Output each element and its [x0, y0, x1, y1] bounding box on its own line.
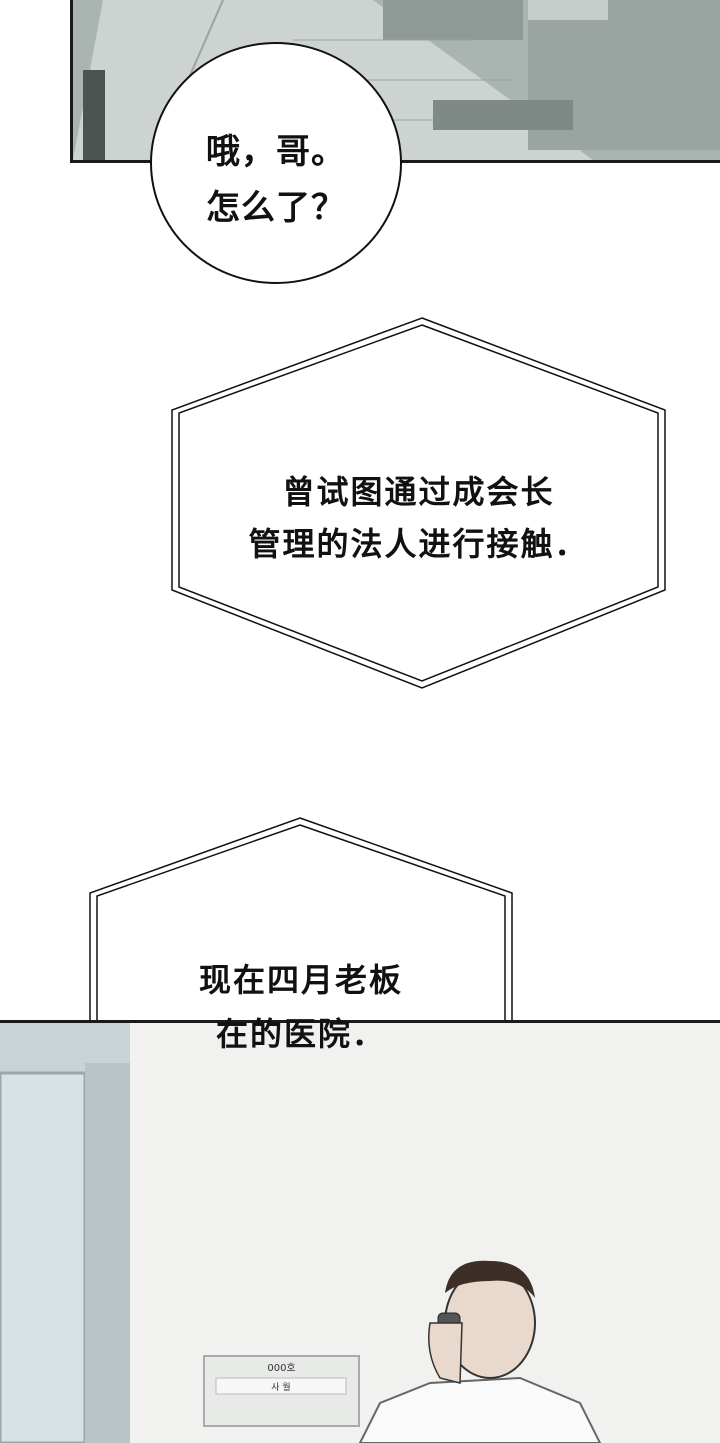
- speech-bubble-line-1: 哦，哥。: [206, 132, 346, 172]
- caption-1-line-1: 曾试图通过成会长: [282, 473, 555, 511]
- speech-bubble-line-2: 怎么了？: [206, 188, 346, 228]
- bottom-comic-panel: 000호 사 월: [0, 1020, 720, 1443]
- caption-box-1: 曾试图通过成会长 管理的法人进行接触．: [181, 415, 656, 585]
- caption-1-line-2: 管理的法人进行接触．: [248, 525, 589, 563]
- caption-2-line-1: 现在四月老板: [198, 961, 403, 999]
- caption-box-2: 现在四月老板 在的医院．: [98, 897, 504, 1061]
- door-sign-label: 사 월: [271, 1383, 291, 1393]
- hospital-scene-art: [0, 1023, 720, 1443]
- door-sign-number: 000호: [267, 1363, 296, 1374]
- speech-bubble: 哦，哥。 怎么了？: [150, 42, 402, 284]
- caption-2-line-2: 在的医院．: [215, 1015, 386, 1053]
